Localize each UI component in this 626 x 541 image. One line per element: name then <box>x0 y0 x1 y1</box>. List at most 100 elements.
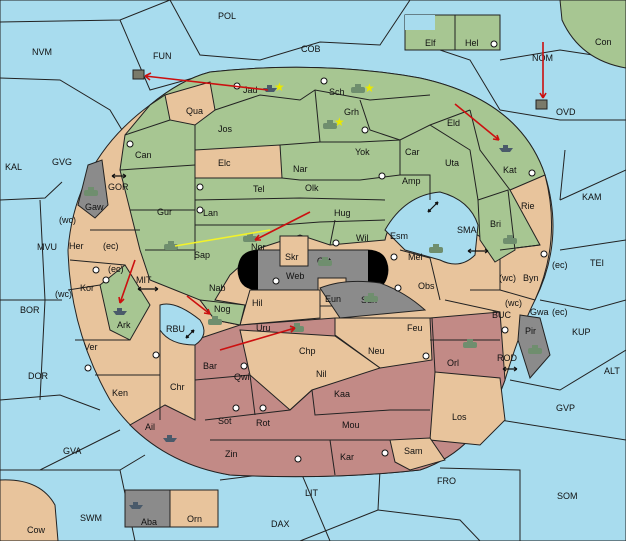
svg-text:Elf: Elf <box>425 38 436 48</box>
svg-text:Kar: Kar <box>340 452 354 462</box>
svg-text:OVD: OVD <box>556 107 576 117</box>
svg-text:Orl: Orl <box>447 358 459 368</box>
svg-text:Ver: Ver <box>84 342 98 352</box>
svg-text:Cow: Cow <box>27 525 46 535</box>
move-order-arrow <box>186 295 211 315</box>
svg-text:KAL: KAL <box>5 162 22 172</box>
tank-icon <box>528 345 542 354</box>
svg-text:Chr: Chr <box>170 382 185 392</box>
supply-center-icon <box>232 404 240 412</box>
svg-text:Obs: Obs <box>418 281 435 291</box>
svg-text:Uru: Uru <box>256 323 271 333</box>
svg-text:GVP: GVP <box>556 403 575 413</box>
region-orn[interactable] <box>169 489 219 528</box>
svg-text:Ail: Ail <box>145 422 155 432</box>
svg-text:Wil: Wil <box>356 233 369 243</box>
region-cow[interactable] <box>0 479 59 541</box>
svg-text:Neu: Neu <box>368 346 385 356</box>
svg-text:Nar: Nar <box>293 164 308 174</box>
ship-icon <box>163 435 177 442</box>
region-los[interactable] <box>429 371 506 446</box>
svg-text:SMA: SMA <box>457 225 477 235</box>
sea-sma[interactable] <box>384 191 479 265</box>
region-qua[interactable] <box>164 81 216 126</box>
ship-icon <box>535 99 548 110</box>
svg-text:FUN: FUN <box>153 51 172 61</box>
supply-center-icon <box>294 455 302 463</box>
tank-icon <box>351 84 365 93</box>
svg-text:Car: Car <box>405 147 420 157</box>
supply-center-icon <box>422 352 430 360</box>
svg-text:SWM: SWM <box>80 513 102 523</box>
region-skr[interactable] <box>279 235 309 267</box>
svg-text:Orn: Orn <box>187 514 202 524</box>
svg-text:Aba: Aba <box>141 517 157 527</box>
svg-text:Olk: Olk <box>305 183 319 193</box>
orders <box>118 42 547 351</box>
svg-text:Hug: Hug <box>334 208 351 218</box>
supply-center-icon <box>490 40 498 48</box>
svg-text:Web: Web <box>286 271 304 281</box>
double-arrow-icon <box>111 173 127 179</box>
svg-text:Zin: Zin <box>225 449 238 459</box>
sea-rbu[interactable] <box>159 303 205 346</box>
region-sam[interactable] <box>389 437 446 471</box>
region-labels: POL NVM FUN COB Con NOM OVD Elf Hel Jad … <box>5 11 620 535</box>
svg-text:Gwa: Gwa <box>530 307 549 317</box>
svg-text:MVU: MVU <box>37 242 57 252</box>
svg-text:(ec): (ec) <box>552 307 568 317</box>
region-ark[interactable] <box>99 264 151 341</box>
svg-text:Nor: Nor <box>251 242 266 252</box>
svg-text:KUP: KUP <box>572 327 591 337</box>
star-icon: ★ <box>274 80 285 94</box>
tank-icon <box>164 241 178 250</box>
svg-text:DOR: DOR <box>28 371 49 381</box>
svg-text:Her: Her <box>69 241 84 251</box>
move-order-arrow <box>144 72 269 91</box>
svg-text:Kor: Kor <box>80 283 94 293</box>
svg-text:Esm: Esm <box>390 231 408 241</box>
tank-icon <box>323 120 337 129</box>
tank-icon <box>318 257 332 266</box>
region-elc[interactable] <box>194 144 283 179</box>
supply-center-icon <box>378 172 386 180</box>
svg-text:(ec): (ec) <box>552 260 568 270</box>
tank-icon <box>429 244 443 253</box>
svg-text:Eun: Eun <box>325 294 341 304</box>
land-borders <box>67 89 541 476</box>
svg-text:POL: POL <box>218 11 236 21</box>
svg-text:KAM: KAM <box>582 192 602 202</box>
svg-text:Grh: Grh <box>344 107 359 117</box>
star-icon: ★ <box>364 81 375 95</box>
ship-icon <box>499 145 513 152</box>
svg-text:TEI: TEI <box>590 258 604 268</box>
double-arrow-icon <box>137 286 159 292</box>
region-neu[interactable] <box>334 317 433 369</box>
move-order-arrow <box>219 325 296 351</box>
svg-text:Bri: Bri <box>490 219 501 229</box>
svg-text:Lan: Lan <box>203 208 218 218</box>
svg-text:Mel: Mel <box>408 252 423 262</box>
svg-text:Yok: Yok <box>355 147 370 157</box>
supply-center-icon <box>92 266 100 274</box>
region-rie[interactable] <box>499 174 553 301</box>
ship-icon <box>129 502 143 509</box>
supply-center-icon <box>501 326 509 334</box>
ship-icon <box>113 308 127 315</box>
move-order-arrow <box>254 211 311 241</box>
svg-text:Kaa: Kaa <box>334 389 350 399</box>
svg-text:Gaw: Gaw <box>85 202 104 212</box>
svg-text:Rie: Rie <box>521 201 535 211</box>
svg-text:Rot: Rot <box>256 418 271 428</box>
svg-text:COB: COB <box>301 44 321 54</box>
svg-text:Mou: Mou <box>342 420 360 430</box>
supply-center-icon <box>102 276 110 284</box>
supply-center-icon <box>528 169 536 177</box>
svg-text:GOR: GOR <box>108 182 129 192</box>
move-order-arrow <box>454 103 500 141</box>
svg-text:Feu: Feu <box>407 323 423 333</box>
svg-text:DAX: DAX <box>271 519 290 529</box>
svg-text:Jos: Jos <box>218 124 233 134</box>
svg-text:Skr: Skr <box>285 252 299 262</box>
